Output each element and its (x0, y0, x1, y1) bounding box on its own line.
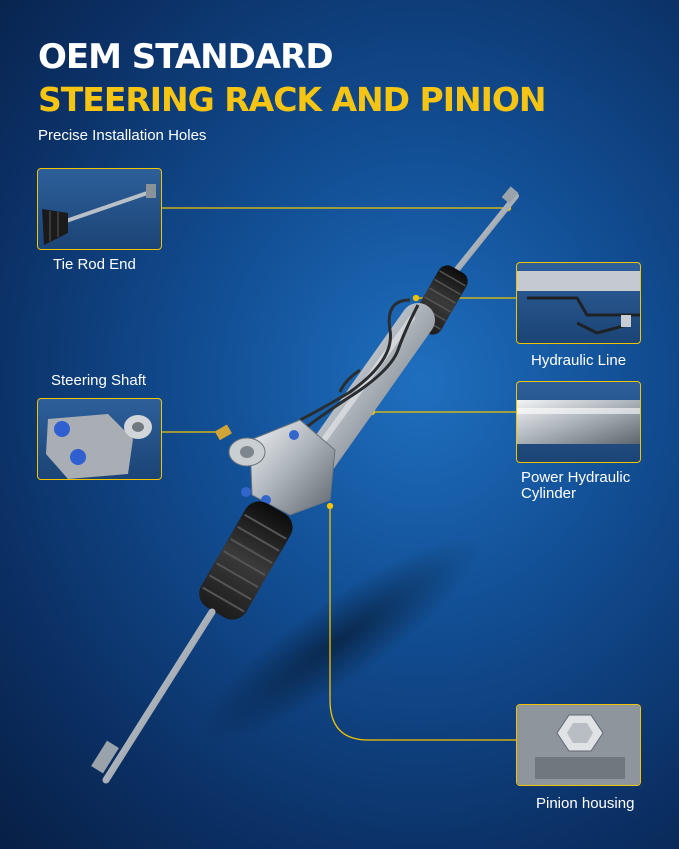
hydraulic-lines (299, 298, 420, 434)
lower-tie-rod (102, 608, 216, 784)
ground-shadow (198, 537, 482, 743)
title-line-1: OEM STANDARD (38, 37, 334, 77)
valve-housing (214, 419, 336, 516)
callout-leader-lines (162, 204, 516, 741)
power-hydraulic-cylinder-thumbnail (516, 381, 641, 463)
power-hydraulic-cylinder-label-line-1: Power Hydraulic (521, 469, 631, 486)
hydraulic-line-thumbnail (516, 262, 641, 344)
pinion-housing-thumbnail (516, 704, 641, 786)
steering-shaft-label: Steering Shaft (51, 372, 147, 389)
hydraulic-line-label: Hydraulic Line (531, 352, 627, 369)
steering-shaft-thumbnail (37, 398, 162, 480)
upper-tie-rod (452, 193, 519, 275)
tie-rod-end-label: Tie Rod End (53, 256, 136, 273)
pinion-housing-label: Pinion housing (536, 795, 635, 812)
tie-rod-end-thumbnail (37, 168, 162, 250)
title-line-2: STEERING RACK AND PINION (38, 80, 547, 119)
upper-tie-rod-end (501, 186, 519, 204)
subtitle: Precise Installation Holes (38, 127, 207, 144)
lower-boot (199, 501, 293, 620)
power-hydraulic-cylinder-label-line-2: Cylinder (521, 485, 577, 502)
lower-tie-rod-end (91, 740, 119, 774)
